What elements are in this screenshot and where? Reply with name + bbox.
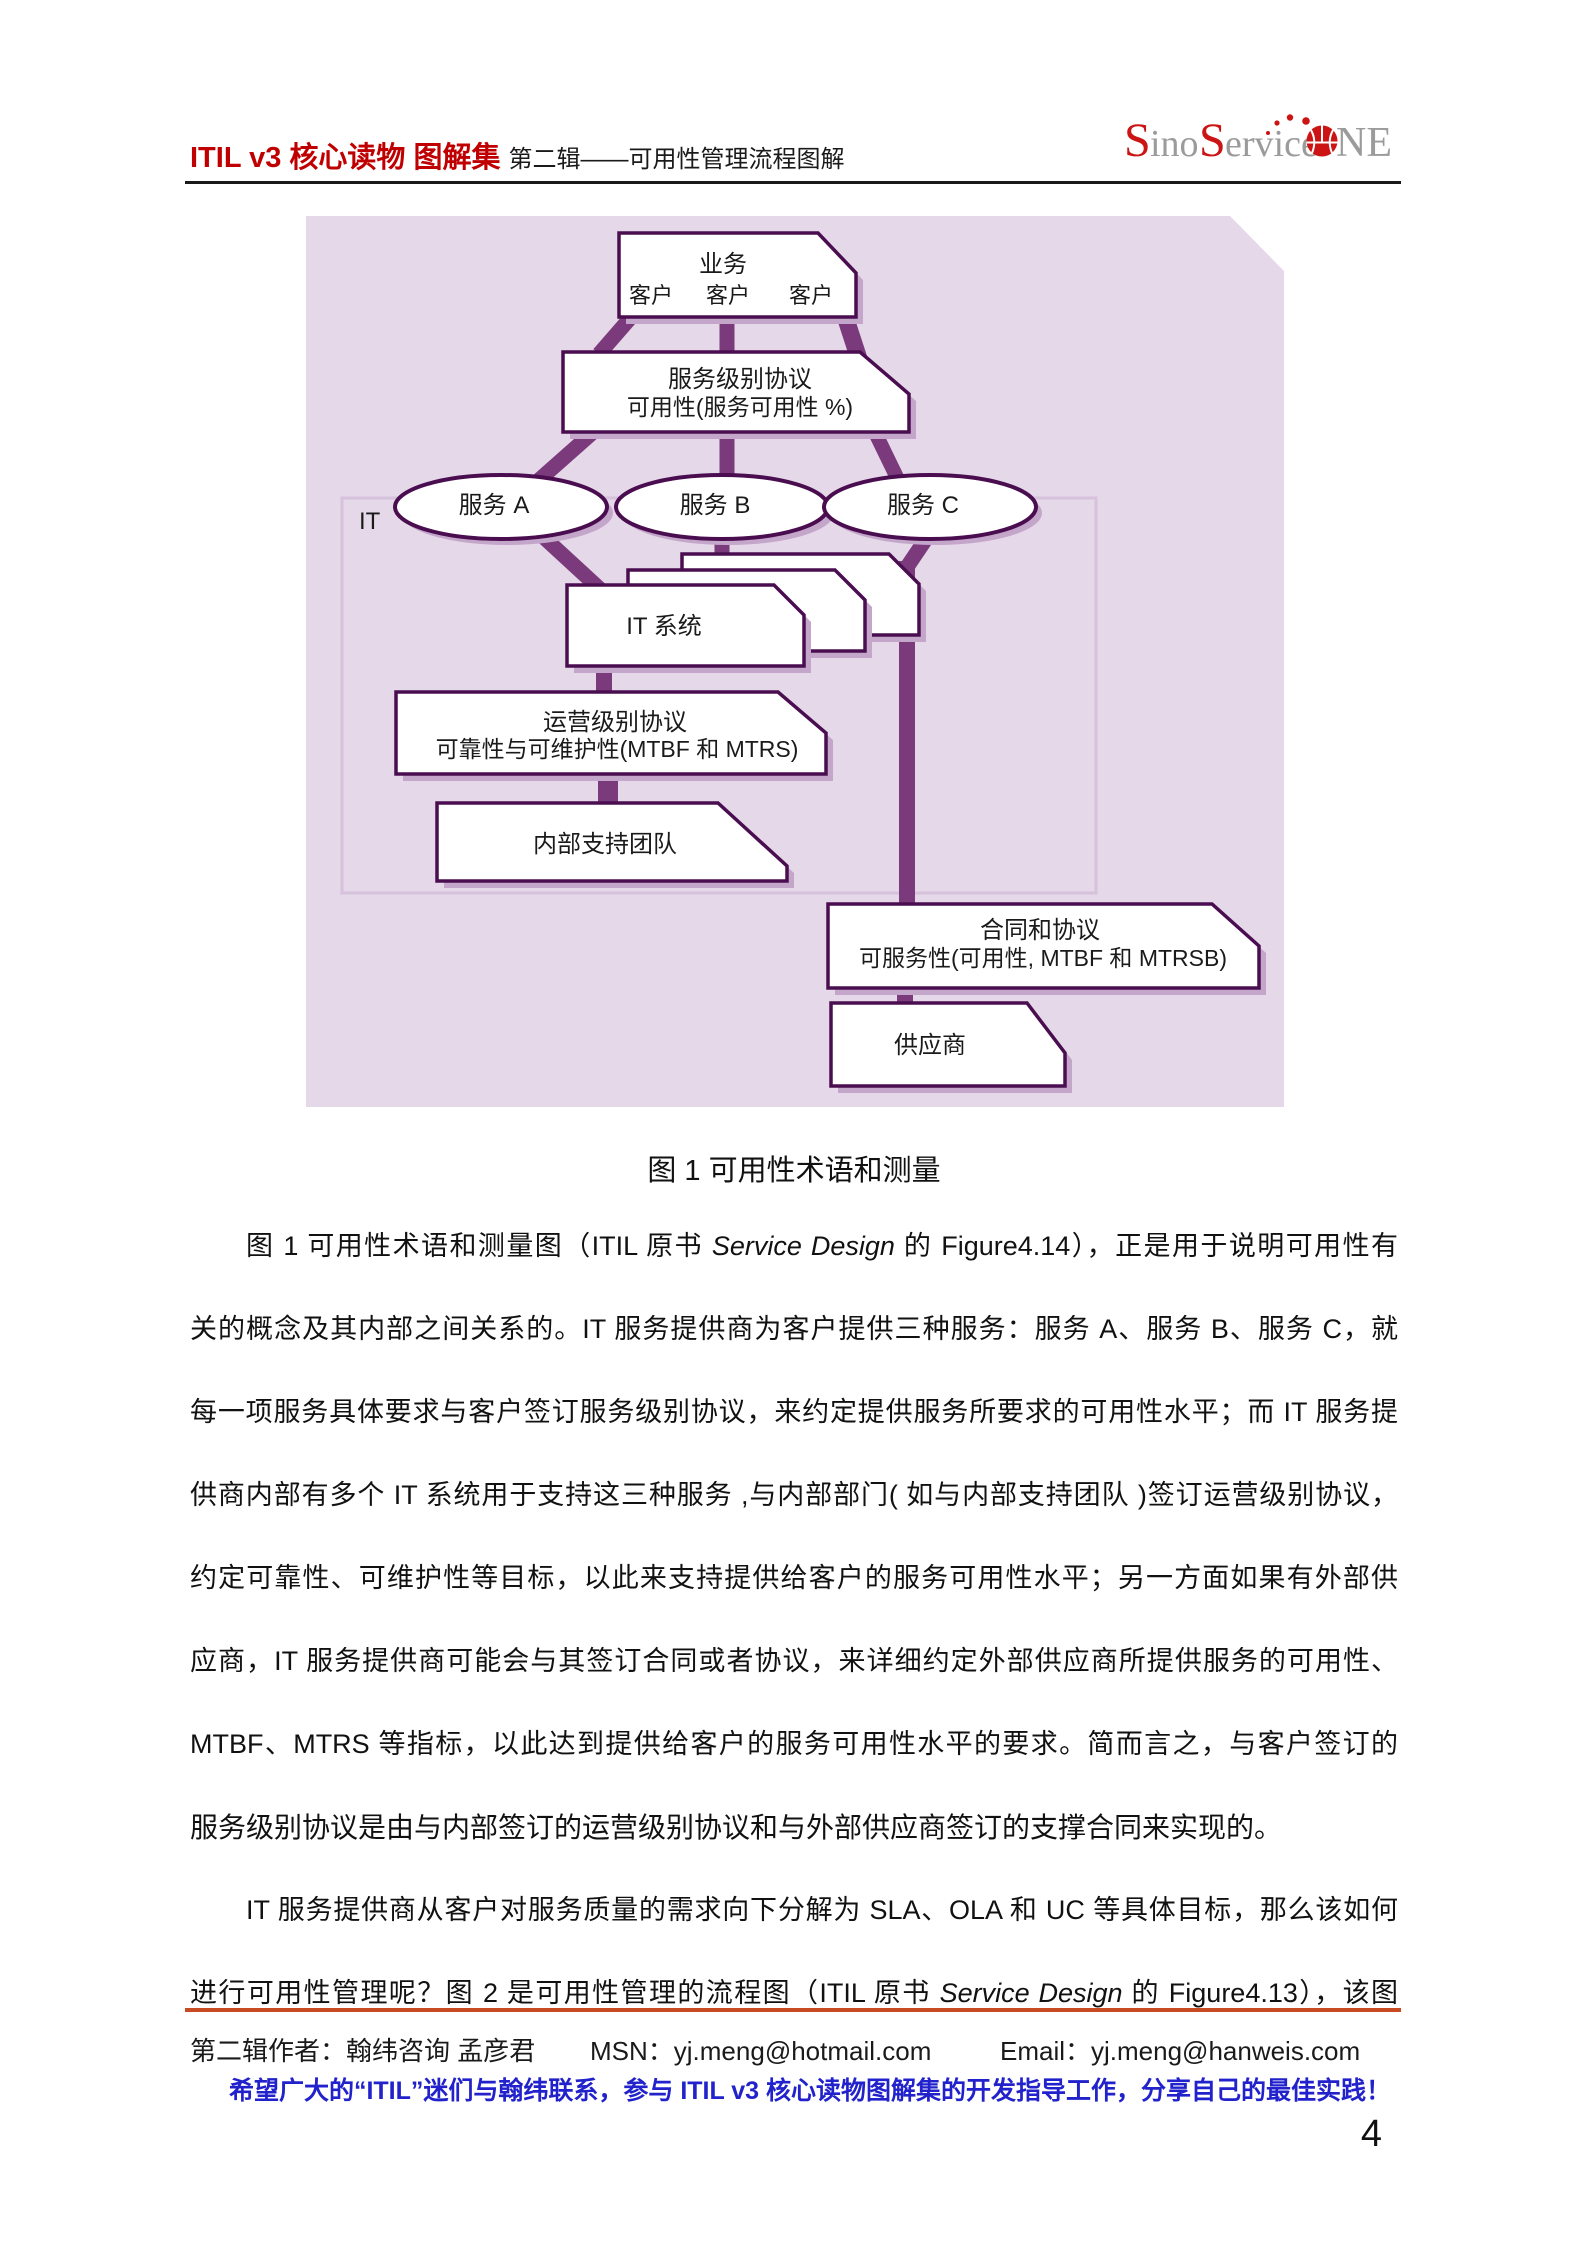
svg-text:客户: 客户 bbox=[789, 283, 833, 308]
svg-text:可服务性(可用性, MTBF 和 MTRSB): 可服务性(可用性, MTBF 和 MTRSB) bbox=[859, 945, 1227, 971]
svg-text:业务: 业务 bbox=[699, 251, 747, 278]
svg-text:可靠性与可维护性(MTBF 和 MTRS): 可靠性与可维护性(MTBF 和 MTRS) bbox=[436, 736, 799, 762]
svg-text:服务 B: 服务 B bbox=[680, 492, 751, 519]
svg-text:合同和协议: 合同和协议 bbox=[980, 917, 1100, 944]
svg-text:IT: IT bbox=[359, 508, 381, 535]
svg-text:IT 系统: IT 系统 bbox=[626, 613, 702, 640]
svg-text:内部支持团队: 内部支持团队 bbox=[533, 831, 677, 858]
svg-text:客户: 客户 bbox=[629, 283, 673, 308]
svg-text:服务 A: 服务 A bbox=[459, 492, 530, 519]
svg-text:服务级别协议: 服务级别协议 bbox=[668, 366, 812, 393]
svg-text:客户: 客户 bbox=[706, 283, 750, 308]
svg-text:可用性(服务可用性 %): 可用性(服务可用性 %) bbox=[627, 394, 853, 420]
svg-text:供应商: 供应商 bbox=[894, 1032, 966, 1059]
svg-text:服务 C: 服务 C bbox=[887, 492, 959, 519]
svg-text:运营级别协议: 运营级别协议 bbox=[543, 709, 687, 736]
